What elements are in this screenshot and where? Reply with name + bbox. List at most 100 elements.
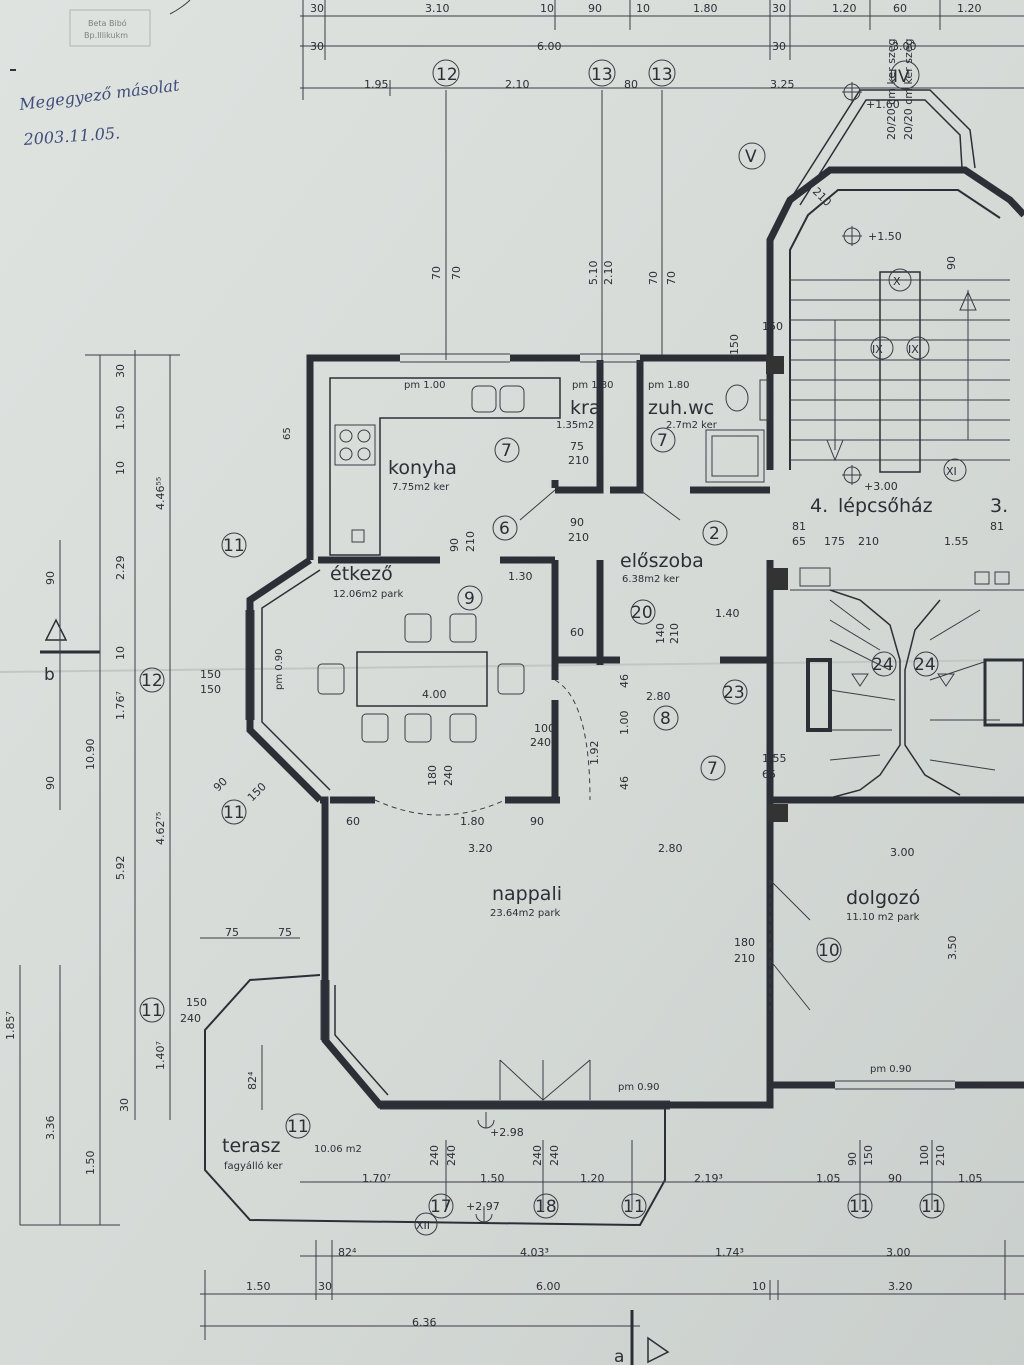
dim-65-st: 1.55 — [944, 535, 969, 548]
dim-150-win-d: 210 — [934, 1145, 947, 1166]
top-dim-5: 10 — [636, 2, 650, 15]
svg-text:11: 11 — [921, 1197, 943, 1217]
dim-5-10: 90 — [945, 256, 958, 270]
door-number-24-b: 24 — [913, 651, 939, 677]
axis-bubble-12-left: 12 — [139, 667, 165, 693]
dim-2-80-b: 2.80 — [658, 842, 683, 855]
stamp-line-2: Bp.Illikukm — [84, 31, 128, 40]
bottom-dim-1-4: 2.19³ — [694, 1172, 723, 1185]
dim-vert-150a: 70 — [430, 266, 443, 280]
top-dim-row2-4: 3.00 — [892, 40, 917, 53]
dim-90-terr: 150 — [186, 996, 207, 1009]
section-marker-a: a — [614, 1310, 670, 1365]
dim-60-nap: 60 — [346, 815, 360, 828]
dim-180-a: 180 — [426, 765, 439, 786]
axis-bubble-IX-a: IX — [870, 336, 894, 360]
dim-75-a: 75 — [225, 926, 239, 939]
left-dim-1090: 10.90 — [84, 739, 97, 771]
dim-81-st: 210 — [858, 535, 879, 548]
axis-bubble-11-d: 11 — [285, 1113, 311, 1139]
svg-text:2: 2 — [709, 524, 720, 544]
stair-bay-walls — [766, 89, 1024, 470]
dim-vert-70c: 70 — [647, 271, 660, 285]
axis-bubble-11-b: 11 — [221, 799, 247, 825]
left-dim-30: 30 — [114, 364, 127, 378]
stamp-line-1: Beta Bibó — [88, 18, 127, 28]
left-dim-90a: 90 — [44, 571, 57, 585]
dim-90-win-c: 90 — [846, 1152, 859, 1166]
dim-100-b: 81 — [990, 520, 1004, 533]
svg-text:a: a — [614, 1347, 624, 1365]
dim-100-a: 81 — [792, 520, 806, 533]
svg-text:13: 13 — [651, 65, 673, 85]
left-dim-46275: 4.62⁷⁵ — [154, 812, 167, 845]
door-number-6: 6 — [492, 515, 518, 541]
axis-bubble-18: 18 — [533, 1193, 559, 1219]
left-dim-10a: 10 — [114, 461, 127, 475]
svg-text:X: X — [893, 275, 901, 288]
dim-vert-70b: 2.10 — [602, 261, 615, 286]
axis-bubble-XI: XI — [943, 458, 967, 482]
dim-2-80-a: 2.80 — [646, 690, 671, 703]
dim-240-win-a: 240 — [445, 1145, 458, 1166]
top-dim-8: 1.20 — [832, 2, 857, 15]
left-dim-10b: 10 — [114, 646, 127, 660]
left-dim-150b: 1.50 — [84, 1151, 97, 1176]
bottom-dim-1-6: 90 — [888, 1172, 902, 1185]
dim-210-eloszoba: 210 — [568, 531, 589, 544]
bottom-dim-1-3: 1.20 — [580, 1172, 605, 1185]
pen-stroke — [169, 0, 191, 15]
dim-150-left-a: 150 — [200, 668, 221, 681]
dim-240-win-b: 240 — [548, 1145, 561, 1166]
dim-100-door: 100 — [534, 722, 555, 735]
top-dim-row2-2: 6.00 — [537, 40, 562, 53]
stair-number-3: 3. — [990, 495, 1008, 517]
bottom-dim-2-1: 82⁴ — [338, 1246, 357, 1259]
room-name-konyha: konyha — [388, 457, 457, 479]
room-name-etkezo: étkező — [330, 563, 393, 585]
room-area-konyha: 7.75m2 ker — [392, 482, 450, 493]
dim-2-10a: 20/20 cm ker szeg — [885, 39, 898, 140]
dim-210-door9: 210 — [464, 531, 477, 552]
dim-210-kra: 210 — [568, 454, 589, 467]
dim-175: 1.55 — [762, 752, 787, 765]
dim-46-a: 46 — [618, 674, 631, 688]
parapet-wc: pm 1.80 — [648, 380, 690, 391]
bottom-dim-3-2: 30 — [318, 1280, 332, 1293]
level-marker-1-60: +1.60 — [842, 82, 900, 111]
dim-3-00: 3.00 — [890, 846, 915, 859]
svg-text:11: 11 — [141, 1001, 163, 1021]
svg-text:13: 13 — [591, 65, 613, 85]
svg-text:20: 20 — [631, 603, 653, 623]
dim-180-b: 180 — [734, 936, 755, 949]
top-dim-10: 1.20 — [957, 2, 982, 15]
svg-text:+3.00: +3.00 — [864, 480, 898, 493]
svg-text:IX: IX — [908, 343, 919, 356]
svg-text:XI: XI — [946, 465, 957, 478]
parapet-kamra: pm 1.80 — [572, 380, 614, 391]
bottom-dim-1-7: 1.05 — [958, 1172, 983, 1185]
room-area-terasz: 10.06 m2 — [314, 1144, 362, 1155]
axis-bubble-IX-b: IX — [906, 336, 930, 360]
stair-number-4: 4. — [810, 495, 828, 517]
dim-90-nap: 90 — [530, 815, 544, 828]
door-number-7-hall: 7 — [700, 755, 726, 781]
axis-bubble-11-bottom-c: 11 — [919, 1193, 945, 1219]
bottom-dim-1-1: 1.70⁷ — [362, 1172, 391, 1185]
dim-240-a: 240 — [442, 765, 455, 786]
bottom-dim-2-3: 1.74³ — [715, 1246, 744, 1259]
dim-90-door9: 90 — [448, 538, 461, 552]
dim-vert-150b: 70 — [450, 266, 463, 280]
svg-text:18: 18 — [535, 1197, 557, 1217]
door-number-8: 8 — [653, 705, 679, 731]
room-area2-terasz: fagyálló ker — [224, 1160, 283, 1172]
room-name-zuhwc: zuh.wc — [648, 397, 714, 419]
dim-150-win-c: 150 — [862, 1145, 875, 1166]
svg-text:V: V — [745, 147, 757, 167]
top-dim-row3-4: 3.25 — [770, 78, 795, 91]
dim-240-door: 240 — [530, 736, 551, 749]
bottom-dimension-lines — [200, 1181, 1024, 1340]
svg-text:12: 12 — [436, 65, 458, 85]
top-dim-6: 1.80 — [693, 2, 718, 15]
